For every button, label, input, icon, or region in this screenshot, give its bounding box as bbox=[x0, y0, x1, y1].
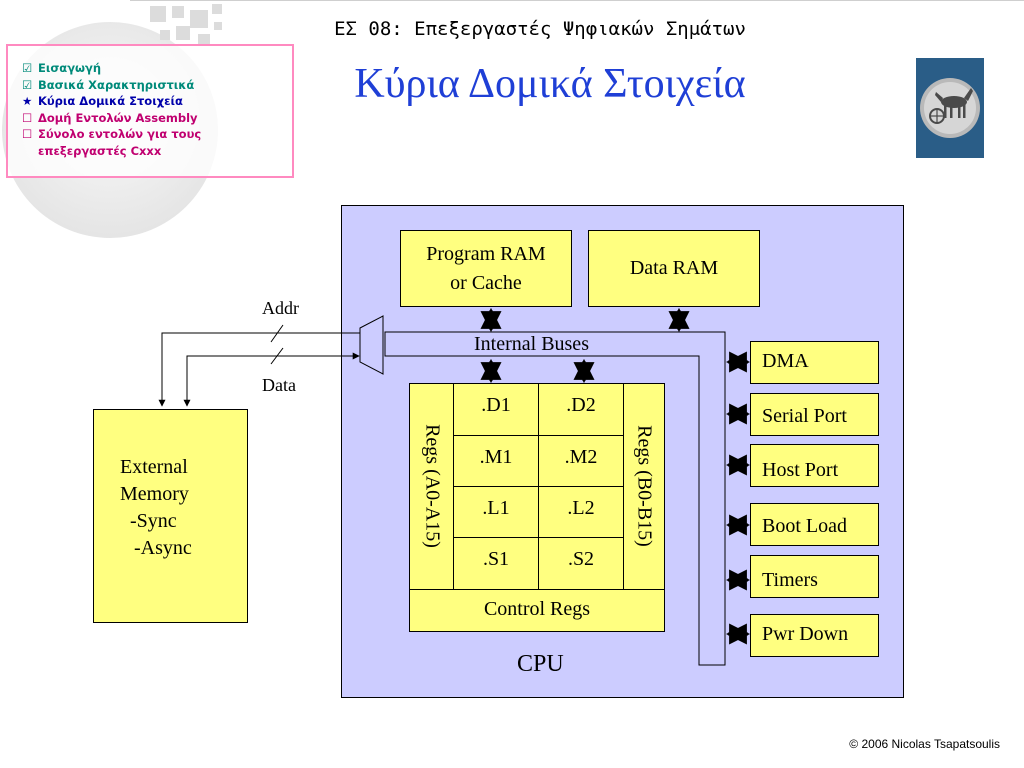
external-memory-line2: Memory bbox=[120, 483, 189, 505]
star-icon: ★ bbox=[22, 94, 33, 108]
unit-m1: .M1 bbox=[454, 436, 539, 487]
external-memory-sync: -Sync bbox=[130, 510, 177, 532]
outline-item[interactable]: ☐ Σύνολο εντολών για τους bbox=[22, 126, 292, 143]
addr-label: Addr bbox=[262, 298, 299, 318]
outline-panel: ☑ Εισαγωγή ☑ Βασικά Χαρακτηριστικά ★ Κύρ… bbox=[6, 44, 294, 178]
checked-box-icon: ☑ bbox=[22, 61, 33, 75]
data-ram-box: Data RAM bbox=[588, 230, 760, 307]
outline-item-label: Κύρια Δομικά Στοιχεία bbox=[38, 94, 183, 108]
slide-title: Κύρια Δομικά Στοιχεία bbox=[354, 61, 746, 107]
external-memory-box: External Memory -Sync -Async bbox=[93, 409, 248, 623]
regs-b-label: Regs (B0-B15) bbox=[633, 425, 656, 547]
outline-item-current[interactable]: ★ Κύρια Δομικά Στοιχεία bbox=[22, 93, 292, 110]
regs-a-file: Regs (A0-A15) bbox=[410, 384, 454, 589]
unit-m2: .M2 bbox=[539, 436, 623, 487]
outline-item[interactable]: ☑ Βασικά Χαρακτηριστικά bbox=[22, 77, 292, 94]
outline-item-label: Σύνολο εντολών για τους bbox=[38, 127, 202, 141]
program-ram-box: Program RAM or Cache bbox=[400, 230, 572, 307]
data-label: Data bbox=[262, 375, 296, 395]
external-memory-async: -Async bbox=[134, 537, 192, 559]
ancient-coin-chariot-icon bbox=[916, 58, 984, 158]
outline-item-label: Εισαγωγή bbox=[38, 61, 102, 75]
outline-item-label: Δομή Εντολών Assembly bbox=[38, 110, 198, 125]
unit-s1: .S1 bbox=[454, 538, 539, 589]
checked-box-icon: ☑ bbox=[22, 77, 33, 92]
addr-line bbox=[158, 332, 360, 407]
unit-l2: .L2 bbox=[539, 487, 623, 538]
peripheral-boot-load: Boot Load bbox=[750, 503, 879, 546]
empty-box-icon: ☐ bbox=[22, 127, 33, 141]
control-regs: Control Regs bbox=[410, 589, 664, 631]
unit-d1: .D1 bbox=[454, 384, 539, 436]
data-line bbox=[183, 352, 360, 407]
unit-l1: .L1 bbox=[454, 487, 539, 538]
internal-bus bbox=[384, 331, 726, 666]
header-rule bbox=[130, 0, 1024, 1]
external-memory-line1: External bbox=[120, 456, 188, 478]
outline-item-label: επεξεργαστές Cxxx bbox=[38, 143, 162, 158]
bus-mux bbox=[359, 315, 384, 375]
peripheral-timers: Timers bbox=[750, 555, 879, 598]
data-ram-label: Data RAM bbox=[629, 257, 719, 279]
unit-s2: .S2 bbox=[539, 538, 623, 589]
outline-item-continuation: επεξεργαστές Cxxx bbox=[22, 143, 292, 160]
internal-buses-label: Internal Buses bbox=[474, 333, 589, 355]
outline-item[interactable]: ☑ Εισαγωγή bbox=[22, 60, 292, 77]
program-ram-label-line2: or Cache bbox=[450, 271, 522, 294]
peripheral-serial-port: Serial Port bbox=[750, 393, 879, 436]
empty-box-icon: ☐ bbox=[22, 110, 33, 125]
outline-item-label: Βασικά Χαρακτηριστικά bbox=[38, 77, 195, 92]
regs-b-file: Regs (B0-B15) bbox=[623, 384, 664, 589]
outline-item[interactable]: ☐ Δομή Εντολών Assembly bbox=[22, 110, 292, 127]
unit-d2: .D2 bbox=[539, 384, 623, 436]
peripheral-host-port: Host Port bbox=[750, 444, 879, 487]
regs-a-label: Regs (A0-A15) bbox=[421, 424, 444, 548]
copyright-footer: © 2006 Nicolas Tsapatsoulis bbox=[849, 737, 1000, 751]
peripheral-pwr-down: Pwr Down bbox=[750, 614, 879, 657]
cpu-core: Regs (A0-A15) Regs (B0-B15) .D1 .M1 .L1 … bbox=[409, 383, 665, 632]
peripheral-dma: DMA bbox=[750, 341, 879, 384]
program-ram-label-line1: Program RAM bbox=[426, 242, 546, 265]
cpu-label: CPU bbox=[517, 651, 564, 677]
course-title: ΕΣ 08: Επεξεργαστές Ψηφιακών Σημάτων bbox=[334, 18, 746, 40]
